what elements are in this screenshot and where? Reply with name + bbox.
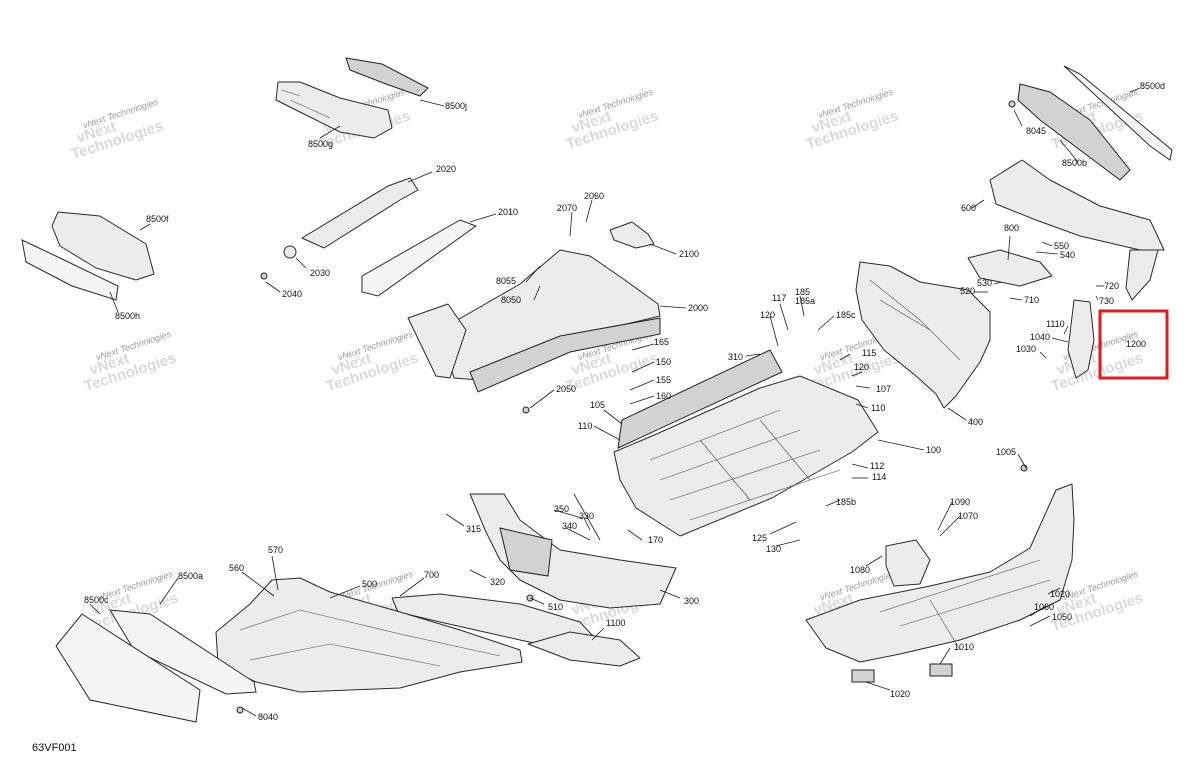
callout-8500c: 8500c bbox=[84, 595, 109, 605]
callout-320: 320 bbox=[490, 577, 505, 587]
callout-125: 125 bbox=[752, 533, 767, 543]
callout-400: 400 bbox=[968, 417, 983, 427]
callout-350: 350 bbox=[554, 504, 569, 514]
callout-165: 165 bbox=[654, 337, 669, 347]
callout-1110: 1110 bbox=[1046, 319, 1065, 329]
callout-700: 700 bbox=[424, 570, 439, 580]
callout-2030: 2030 bbox=[310, 268, 330, 278]
callout-500: 500 bbox=[362, 579, 377, 589]
callout-315: 315 bbox=[466, 524, 481, 534]
callout-8500j: 8500j bbox=[445, 101, 467, 111]
callout-185c: 185c bbox=[836, 310, 856, 320]
callout-560: 560 bbox=[229, 563, 244, 573]
callout-520: 520 bbox=[960, 286, 975, 296]
callout-720: 720 bbox=[1104, 281, 1119, 291]
callout-1005: 1005 bbox=[996, 447, 1016, 457]
callout-labels: 8500j 8500g 8500d 8045 8500b 8500f 8500h… bbox=[84, 81, 1165, 722]
callout-8500f: 8500f bbox=[146, 214, 169, 224]
callout-8040: 8040 bbox=[258, 712, 278, 722]
callout-120-lower: 120 bbox=[854, 362, 869, 372]
callout-570: 570 bbox=[268, 545, 283, 555]
callout-1100: 1100 bbox=[606, 618, 625, 628]
callout-185a: 185a bbox=[795, 296, 815, 306]
callout-8500g: 8500g bbox=[308, 139, 333, 149]
callout-540: 540 bbox=[1060, 250, 1075, 260]
callout-1070: 1070 bbox=[958, 511, 978, 521]
callout-1020-upper: 1020 bbox=[1050, 589, 1070, 599]
callout-1080: 1080 bbox=[850, 565, 870, 575]
callout-8500a: 8500a bbox=[178, 571, 203, 581]
callout-2070: 2070 bbox=[557, 203, 577, 213]
callout-530: 530 bbox=[977, 278, 992, 288]
figure-id: 63VF001 bbox=[32, 742, 77, 754]
highlight-box-1200[interactable] bbox=[1098, 309, 1169, 380]
callout-8500h: 8500h bbox=[115, 311, 140, 321]
callout-114: 114 bbox=[872, 472, 886, 482]
callout-1050: 1050 bbox=[1052, 612, 1072, 622]
callout-117: 117 bbox=[772, 293, 786, 303]
callout-115: 115 bbox=[862, 348, 876, 358]
callout-340: 340 bbox=[562, 521, 577, 531]
callout-107: 107 bbox=[876, 384, 891, 394]
callout-110-right: 110 bbox=[871, 403, 885, 413]
callout-100: 100 bbox=[926, 445, 941, 455]
callout-112: 112 bbox=[870, 461, 884, 471]
callout-510: 510 bbox=[548, 602, 563, 612]
callout-300: 300 bbox=[684, 596, 699, 606]
callout-800: 800 bbox=[1004, 223, 1019, 233]
callout-710: 710 bbox=[1024, 295, 1039, 305]
callout-160: 160 bbox=[656, 391, 671, 401]
callout-2100: 2100 bbox=[679, 249, 699, 259]
callout-1060: 1060 bbox=[1034, 602, 1054, 612]
callout-330: 330 bbox=[579, 511, 594, 521]
callout-2010: 2010 bbox=[498, 207, 518, 217]
callout-1020-lower: 1020 bbox=[890, 689, 910, 699]
callout-1030: 1030 bbox=[1016, 344, 1036, 354]
callout-2050: 2050 bbox=[556, 384, 576, 394]
callout-1040: 1040 bbox=[1030, 332, 1050, 342]
callout-185b: 185b bbox=[836, 497, 856, 507]
callout-1010: 1010 bbox=[954, 642, 974, 652]
callout-550: 550 bbox=[1054, 241, 1069, 251]
callout-170: 170 bbox=[648, 535, 663, 545]
callout-8050: 8050 bbox=[501, 295, 521, 305]
callout-8500d: 8500d bbox=[1140, 81, 1165, 91]
callout-130: 130 bbox=[766, 544, 781, 554]
part-drawings bbox=[21, 57, 1173, 723]
callout-2020: 2020 bbox=[436, 164, 456, 174]
leader-lines bbox=[89, 87, 1141, 717]
callout-150: 150 bbox=[656, 357, 671, 367]
callout-185: 185 bbox=[795, 287, 810, 297]
callout-1200: 1200 bbox=[1126, 339, 1146, 349]
callout-310: 310 bbox=[728, 352, 743, 362]
callout-600: 600 bbox=[961, 203, 976, 213]
callout-155: 155 bbox=[656, 375, 671, 385]
callout-8500b: 8500b bbox=[1062, 158, 1087, 168]
callout-110-left: 110 bbox=[578, 421, 592, 431]
callout-2060: 2060 bbox=[584, 191, 604, 201]
callout-105: 105 bbox=[590, 400, 605, 410]
callout-730: 730 bbox=[1099, 296, 1114, 306]
callout-8045: 8045 bbox=[1026, 126, 1046, 136]
callout-120-upper: 120 bbox=[760, 310, 775, 320]
callout-2000: 2000 bbox=[688, 303, 708, 313]
callout-2040: 2040 bbox=[282, 289, 302, 299]
callout-1090: 1090 bbox=[950, 497, 970, 507]
callout-8055: 8055 bbox=[496, 276, 516, 286]
